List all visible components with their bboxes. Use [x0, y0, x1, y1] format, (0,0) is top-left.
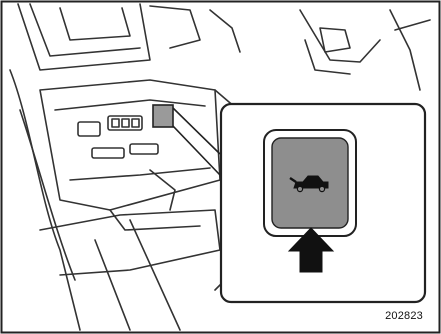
trunk-button-location	[153, 105, 173, 127]
figure-code: 202823	[385, 310, 423, 322]
